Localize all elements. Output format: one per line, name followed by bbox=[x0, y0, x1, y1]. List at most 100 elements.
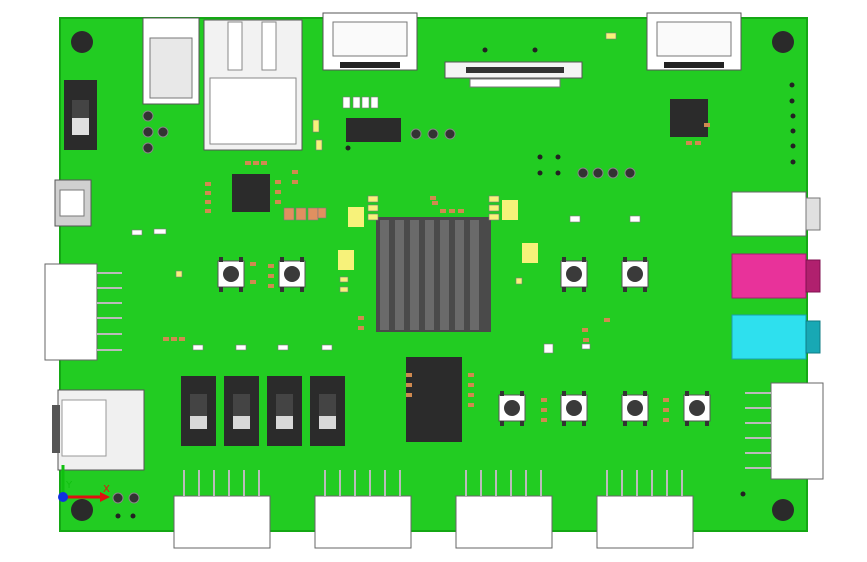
resistor bbox=[275, 180, 281, 184]
smd-part bbox=[321, 344, 333, 351]
resistor bbox=[406, 393, 412, 397]
resistor bbox=[205, 182, 211, 186]
hdmi-connector-left bbox=[322, 12, 418, 71]
tactile-button[interactable] bbox=[217, 257, 245, 292]
via bbox=[115, 513, 121, 519]
smd-part bbox=[307, 207, 319, 221]
audio-jack-cyan bbox=[731, 314, 821, 360]
via bbox=[790, 143, 796, 149]
resistor bbox=[179, 337, 185, 341]
resistor bbox=[604, 318, 610, 322]
resistor bbox=[406, 383, 412, 387]
resistor bbox=[468, 403, 474, 407]
micro-usb-port bbox=[54, 179, 92, 227]
resistor bbox=[250, 280, 256, 284]
resistor bbox=[268, 284, 274, 288]
ic-chip-1 bbox=[232, 174, 270, 212]
resistor bbox=[358, 326, 364, 330]
ic-chip-2 bbox=[346, 118, 401, 142]
smd-part bbox=[131, 229, 143, 236]
smd-part bbox=[235, 344, 247, 351]
bottom-headers bbox=[173, 470, 694, 549]
smd-part bbox=[339, 286, 349, 293]
tactile-button[interactable] bbox=[498, 391, 526, 426]
smd-part bbox=[317, 207, 327, 219]
pin-header-bottom bbox=[596, 470, 694, 549]
resistor bbox=[663, 418, 669, 422]
pin-header-bottom bbox=[314, 470, 412, 549]
resistor bbox=[245, 161, 251, 165]
resistor bbox=[406, 373, 412, 377]
via bbox=[130, 513, 136, 519]
resistor bbox=[171, 337, 177, 341]
slide-switch[interactable] bbox=[181, 376, 216, 446]
resistor bbox=[449, 209, 455, 213]
pin-header-bottom bbox=[455, 470, 553, 549]
heatsink bbox=[376, 217, 491, 332]
resistor bbox=[704, 123, 710, 127]
via bbox=[482, 47, 488, 53]
smd-part bbox=[488, 204, 500, 212]
via bbox=[790, 159, 796, 165]
via bbox=[555, 154, 561, 160]
resistor bbox=[358, 316, 364, 320]
smd-part bbox=[339, 276, 349, 283]
resistor bbox=[163, 337, 169, 341]
resistor bbox=[582, 328, 588, 332]
slide-switch[interactable] bbox=[267, 376, 302, 446]
header-right bbox=[745, 382, 824, 480]
smd-part bbox=[488, 195, 500, 203]
slide-switch[interactable] bbox=[224, 376, 259, 446]
via bbox=[789, 82, 795, 88]
slide-switch[interactable] bbox=[310, 376, 345, 446]
smd-part bbox=[312, 119, 320, 133]
resistor bbox=[686, 141, 692, 145]
tactile-button[interactable] bbox=[560, 391, 588, 426]
tactile-button[interactable] bbox=[278, 257, 306, 292]
resistor bbox=[205, 209, 211, 213]
resistor bbox=[205, 200, 211, 204]
audio-jack-pink bbox=[731, 253, 821, 299]
via bbox=[790, 128, 796, 134]
resistor bbox=[261, 161, 267, 165]
tactile-button[interactable] bbox=[621, 257, 649, 292]
resistor bbox=[250, 262, 256, 266]
resistor bbox=[583, 338, 589, 342]
smd-part bbox=[315, 139, 323, 151]
smd-part bbox=[581, 343, 591, 350]
smd-part bbox=[488, 213, 500, 221]
resistor bbox=[292, 170, 298, 174]
smd-part bbox=[367, 213, 379, 221]
resistor bbox=[468, 373, 474, 377]
resistor bbox=[253, 161, 259, 165]
resistor bbox=[292, 180, 298, 184]
smd-part bbox=[342, 96, 351, 109]
resistor bbox=[663, 408, 669, 412]
resistor bbox=[541, 408, 547, 412]
tactile-button[interactable] bbox=[560, 257, 588, 292]
resistor bbox=[695, 141, 701, 145]
resistor bbox=[275, 200, 281, 204]
ffc-ribbon-connector bbox=[444, 61, 583, 88]
smd-part bbox=[569, 215, 581, 223]
resistor bbox=[432, 201, 438, 205]
resistor bbox=[440, 209, 446, 213]
pin-headers-small bbox=[112, 110, 636, 504]
resistor bbox=[663, 398, 669, 402]
smd-part bbox=[283, 207, 295, 221]
via bbox=[740, 491, 746, 497]
smd-part bbox=[370, 96, 379, 109]
resistor bbox=[468, 393, 474, 397]
via bbox=[345, 145, 351, 151]
resistor bbox=[430, 196, 436, 200]
smd-part bbox=[361, 96, 370, 109]
tactile-button[interactable] bbox=[621, 391, 649, 426]
resistor bbox=[268, 274, 274, 278]
y-axis-label: Y bbox=[65, 480, 73, 491]
tactile-buttons bbox=[217, 257, 711, 426]
smd-part bbox=[277, 344, 289, 351]
tactile-button[interactable] bbox=[683, 391, 711, 426]
via bbox=[532, 47, 538, 53]
